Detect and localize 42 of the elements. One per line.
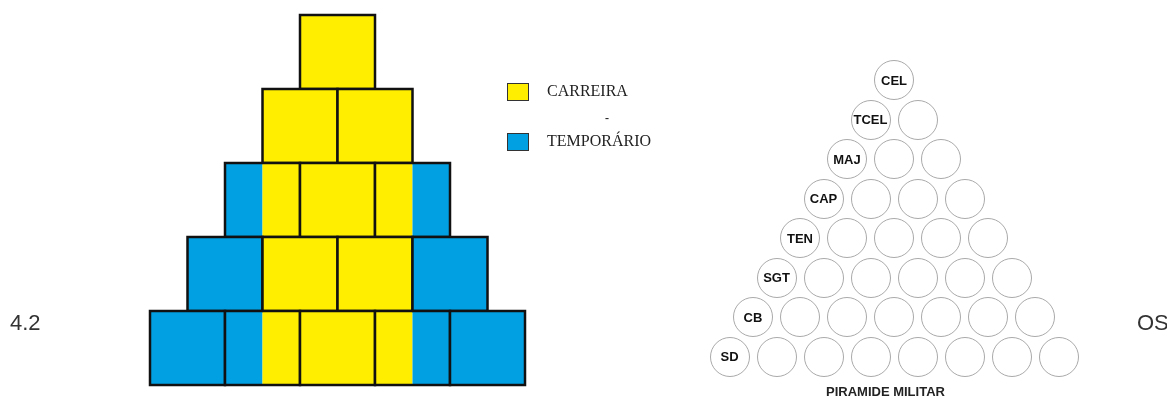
rank-circle: SGT — [756, 257, 797, 298]
empty-circle — [944, 336, 985, 377]
empty-circle — [897, 178, 938, 219]
rank-circle: TEN — [780, 218, 820, 258]
empty-circle — [850, 178, 891, 219]
dash-mark: - — [605, 111, 609, 126]
empty-circle — [1015, 297, 1055, 337]
empty-circle — [850, 336, 891, 377]
pyramid-caption: PIRAMIDE MILITAR — [826, 384, 945, 399]
rank-circle: SD — [709, 336, 750, 377]
empty-circle — [874, 139, 914, 179]
empty-circle — [991, 257, 1032, 298]
empty-circle — [991, 336, 1032, 377]
rank-circle: CAP — [803, 178, 844, 219]
rank-circle: TCEL — [850, 99, 891, 140]
empty-circle — [897, 257, 938, 298]
empty-circle — [827, 218, 867, 258]
empty-circle — [756, 336, 797, 377]
empty-circle — [850, 257, 891, 298]
empty-circle — [944, 257, 985, 298]
empty-circle — [944, 178, 985, 219]
empty-circle — [968, 218, 1008, 258]
empty-circle — [921, 218, 961, 258]
empty-circle — [827, 297, 867, 337]
empty-circle — [874, 297, 914, 337]
legend-label: CARREIRA — [547, 82, 628, 100]
rank-circle: MAJ — [827, 139, 867, 179]
empty-circle — [1038, 336, 1079, 377]
rank-circle: CB — [733, 297, 773, 337]
empty-circle — [968, 297, 1008, 337]
legend-label: TEMPORÁRIO — [547, 132, 651, 150]
empty-circle — [897, 336, 938, 377]
empty-circle — [803, 257, 844, 298]
empty-circle — [921, 297, 961, 337]
empty-circle — [874, 218, 914, 258]
empty-circle — [803, 336, 844, 377]
heading-fragment: OS — [1137, 310, 1167, 336]
empty-circle — [921, 139, 961, 179]
empty-circle — [780, 297, 820, 337]
section-number: 4.2 — [10, 310, 41, 336]
empty-circle — [897, 99, 938, 140]
rank-circle: CEL — [874, 60, 914, 100]
